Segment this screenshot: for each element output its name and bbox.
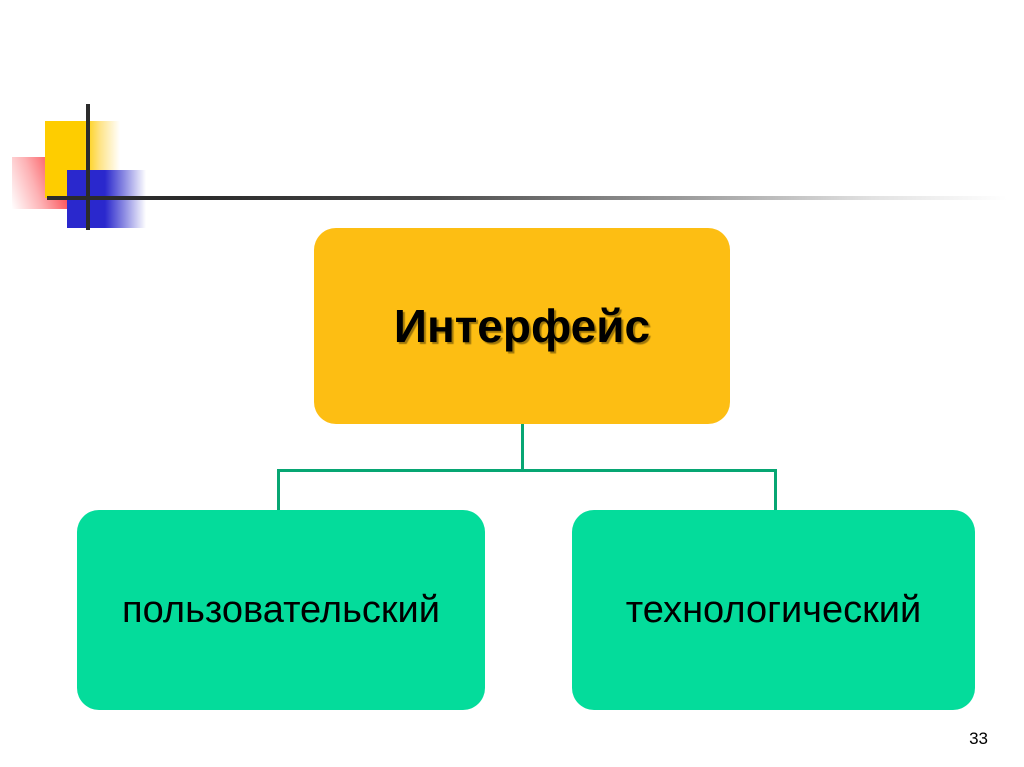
decor-horizontal-rule <box>47 196 1007 200</box>
diagram-node-child-user-label: пользовательский <box>122 588 440 631</box>
connector-horizontal <box>277 469 777 472</box>
connector-drop-left <box>277 469 280 513</box>
diagram-node-child-user: пользовательский <box>77 510 485 710</box>
diagram-node-child-technological: технологический <box>572 510 975 710</box>
page-number: 33 <box>969 729 988 748</box>
diagram-node-root: Интерфейс <box>314 228 730 424</box>
connector-drop-right <box>774 469 777 513</box>
connector-stem <box>521 423 524 470</box>
diagram-node-child-technological-label: технологический <box>625 588 922 631</box>
diagram-node-root-label: Интерфейс <box>393 300 651 352</box>
decor-vertical-rule <box>86 104 90 230</box>
